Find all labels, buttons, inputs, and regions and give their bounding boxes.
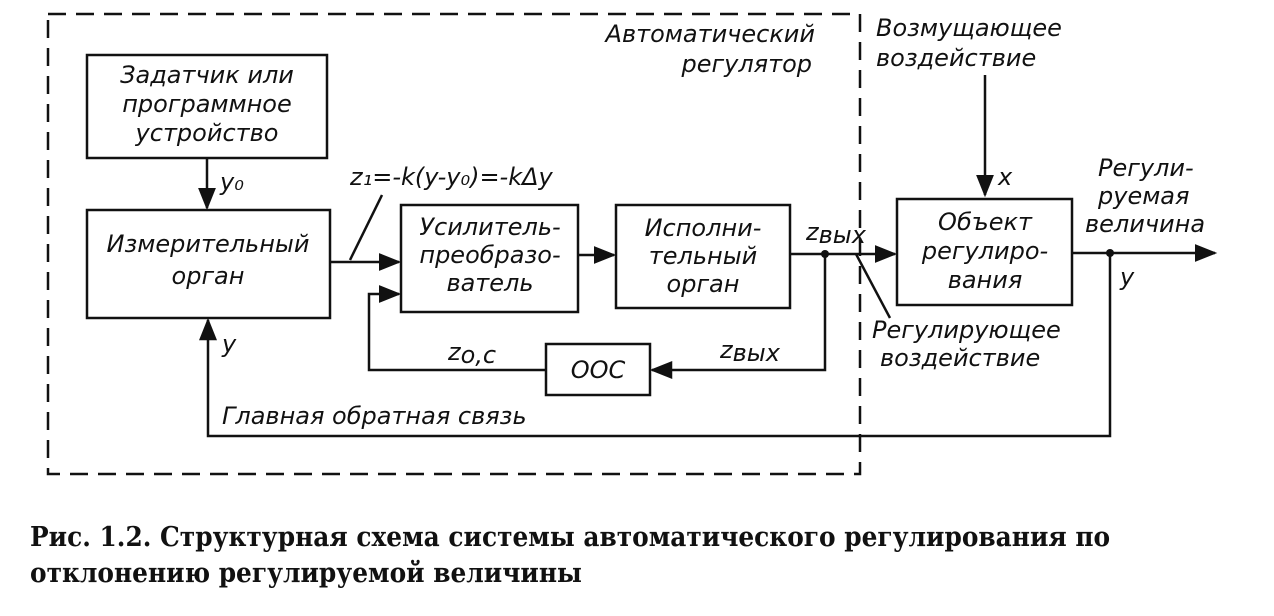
oos-label: ООС bbox=[571, 356, 626, 384]
controlled-var-line1: Регули- bbox=[1098, 154, 1194, 182]
figure-caption: Рис. 1.2. Структурная схема системы авто… bbox=[30, 522, 1111, 589]
actuator-line1: Исполни- bbox=[645, 214, 762, 242]
actuator-block: Исполни- тельный орган bbox=[614, 203, 792, 310]
amplifier-line2: преобразо- bbox=[419, 241, 560, 269]
error-equation: z₁=-k(y-y₀)=-kΔy bbox=[349, 163, 554, 191]
amplifier-block: Усилитель- преобразо- ватель bbox=[399, 203, 580, 314]
signal-y0: y₀ bbox=[219, 168, 244, 196]
actuator-line2: тельный bbox=[649, 242, 757, 270]
setter-line2: программное bbox=[122, 90, 292, 118]
setter-line3: устройство bbox=[135, 119, 279, 147]
equation-leader bbox=[348, 194, 384, 261]
arrow-zoc bbox=[367, 285, 546, 372]
control-action-line1: Регулирующее bbox=[872, 316, 1061, 344]
regulator-boundary bbox=[46, 12, 862, 476]
signal-zout-top: zвых bbox=[805, 218, 867, 249]
controlled-var-line2: руемая bbox=[1097, 182, 1189, 210]
object-line1: Объект bbox=[938, 208, 1033, 236]
arrow-main-feedback bbox=[199, 253, 1112, 438]
actuator-line3: орган bbox=[667, 270, 740, 298]
disturbance-label-line1: Возмущающее bbox=[876, 14, 1062, 42]
measuring-line1: Измерительный bbox=[107, 230, 310, 258]
main-feedback-label: Главная обратная связь bbox=[222, 402, 527, 430]
signal-zout-bottom: zвых bbox=[719, 336, 781, 367]
signal-y-feedback: y bbox=[221, 330, 237, 358]
amplifier-line3: ватель bbox=[446, 269, 533, 297]
object-block: Объект регулиро- вания bbox=[895, 197, 1074, 307]
controlled-var-line3: величина bbox=[1085, 210, 1205, 238]
regulator-label-line1: Автоматический bbox=[604, 20, 815, 48]
measuring-line2: орган bbox=[172, 262, 245, 290]
setter-block: Задатчик или программное устройство bbox=[85, 53, 329, 160]
regulator-label-line2: регулятор bbox=[681, 50, 813, 78]
object-line3: вания bbox=[948, 266, 1023, 294]
object-line2: регулиро- bbox=[921, 237, 1048, 265]
signal-y-output: y bbox=[1119, 263, 1135, 291]
arrow-local-feedback bbox=[649, 254, 827, 379]
control-action-line2: воздействие bbox=[880, 344, 1040, 372]
signal-x: x bbox=[997, 163, 1013, 191]
amplifier-line1: Усилитель- bbox=[419, 213, 560, 241]
signal-zoc: zо,с bbox=[447, 338, 496, 369]
control-action-leader bbox=[854, 253, 892, 319]
setter-line1: Задатчик или bbox=[120, 61, 294, 89]
oos-block: ООС bbox=[544, 342, 652, 397]
measuring-block: Измерительный орган bbox=[85, 208, 332, 320]
disturbance-label-line2: воздействие bbox=[876, 44, 1036, 72]
